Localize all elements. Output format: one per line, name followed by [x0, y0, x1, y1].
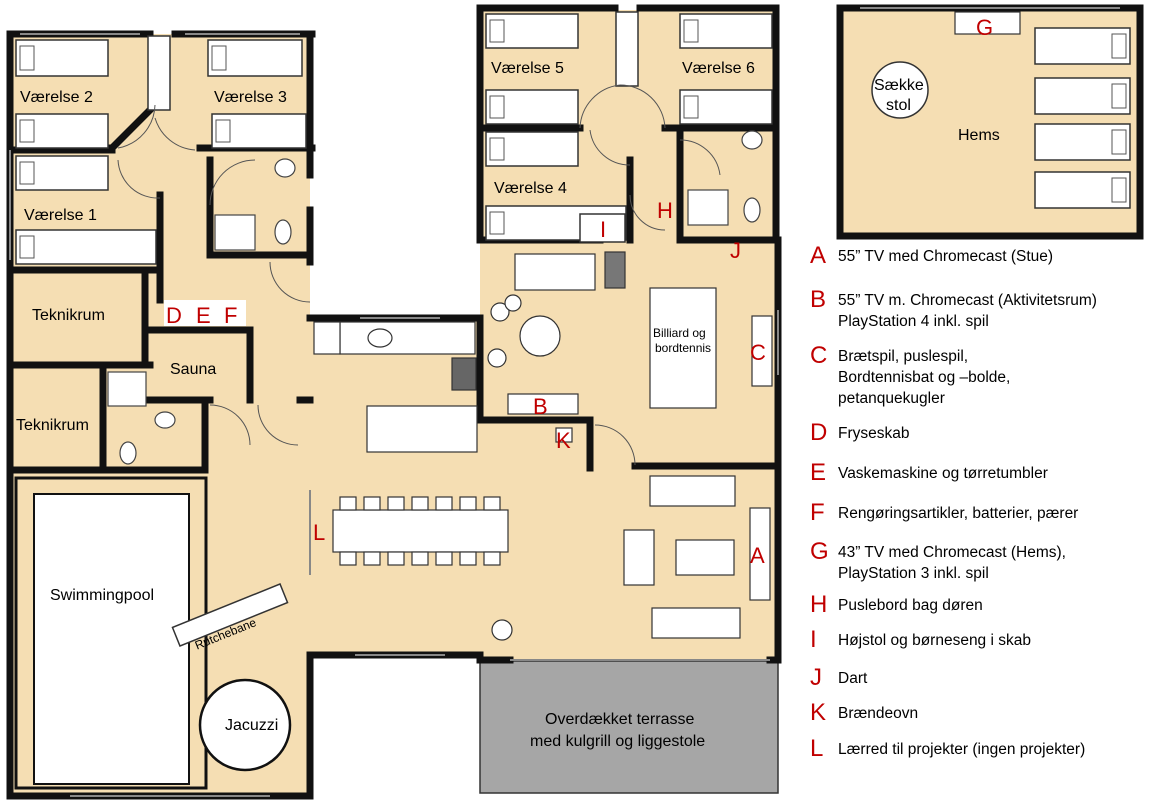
room-label-vaerelse6: Værelse 6: [682, 60, 755, 77]
pool-area: [14, 476, 292, 790]
room-label-terrasse-1: Overdækket terrasse: [545, 711, 694, 728]
marker-g: G: [976, 15, 993, 40]
legend-text: Lærred til projekter (ingen projekter): [838, 741, 1086, 758]
room-label-saekkestol-1: Sække: [874, 77, 924, 94]
room-label-jacuzzi: Jacuzzi: [225, 717, 278, 734]
room-label-vaerelse4: Værelse 4: [494, 180, 567, 197]
room-label-teknikrum-top: Teknikrum: [32, 307, 105, 324]
living-room-furniture: [491, 475, 771, 641]
marker-e: E: [196, 303, 211, 328]
room-label-saekkestol-2: stol: [886, 97, 911, 114]
legend-item-a: A 55” TV med Chromecast (Stue): [810, 243, 1053, 269]
windows: [9, 7, 1120, 797]
terrace: [479, 660, 779, 794]
marker-l: L: [313, 520, 325, 545]
dining-table: [332, 496, 509, 566]
marker-k: K: [556, 428, 571, 453]
legend-text: Brændeovn: [838, 705, 919, 722]
legend-text: Højstol og børneseng i skab: [838, 632, 1031, 649]
legend-text: Vaskemaskine og tørretumbler: [838, 465, 1048, 482]
room-label-hems: Hems: [958, 127, 1000, 144]
legend-letter: L: [810, 735, 824, 762]
bathroom-fixtures: [107, 130, 763, 465]
room-label-vaerelse3: Værelse 3: [214, 89, 287, 106]
legend-text: Rengøringsartikler, batterier, pærer: [838, 505, 1079, 522]
marker-a: A: [750, 543, 765, 568]
legend-letter: D: [810, 419, 828, 446]
legend-letter: G: [810, 538, 829, 565]
legend-text: 43” TV med Chromecast (Hems), PlayStatio…: [838, 544, 1066, 582]
legend-item-i: I Højstol og børneseng i skab: [810, 627, 1031, 653]
legend-letter: K: [810, 699, 827, 726]
hems-furniture: [871, 11, 1021, 119]
legend-text: Brætspil, puslespil, Bordtennisbat og –b…: [838, 348, 1011, 407]
legend-letter: C: [810, 342, 828, 369]
room-label-terrasse-2: med kulgrill og liggestole: [530, 733, 705, 750]
room-labels: Værelse 2 Værelse 3 Værelse 1 Værelse 5 …: [16, 60, 1000, 750]
legend-letter: J: [810, 664, 822, 691]
doors: [117, 84, 721, 466]
room-label-swimmingpool: Swimmingpool: [50, 587, 154, 604]
legend-text: Fryseskab: [838, 425, 910, 442]
marker-f: F: [224, 303, 237, 328]
legend-letter: E: [810, 459, 827, 486]
room-label-billiard-2: bordtennis: [655, 341, 711, 355]
marker-i: I: [600, 217, 606, 242]
legend-letter: A: [810, 242, 827, 269]
marker-d: D: [166, 303, 182, 328]
marker-j: J: [730, 238, 741, 263]
room-label-billiard-1: Billiard og: [653, 326, 706, 340]
legend-letter: F: [810, 499, 825, 526]
room-label-vaerelse2: Værelse 2: [20, 89, 93, 106]
legend-item-f: F Rengøringsartikler, batterier, pærer: [810, 500, 1078, 526]
wardrobes: [147, 11, 639, 243]
activity-room-furniture: [487, 251, 773, 443]
legend-item-d: D Fryseskab: [810, 420, 910, 446]
legend-text: Puslebord bag døren: [838, 597, 983, 614]
legend-item-g: G 43” TV med Chromecast (Hems), PlayStat…: [810, 539, 1066, 584]
marker-b: B: [533, 394, 548, 419]
room-label-vaerelse5: Værelse 5: [491, 60, 564, 77]
legend-text: 55” TV m. Chromecast (Aktivitetsrum) Pla…: [838, 292, 1097, 330]
legend-text: Dart: [838, 670, 868, 687]
room-label-vaerelse1: Værelse 1: [24, 207, 97, 224]
legend-letter: I: [810, 626, 817, 653]
legend-text: 55” TV med Chromecast (Stue): [838, 248, 1054, 265]
legend-item-j: J Dart: [810, 665, 867, 691]
legend-item-l: L Lærred til projekter (ingen projekter): [810, 736, 1085, 762]
legend-item-c: C Brætspil, puslespil, Bordtennisbat og …: [810, 343, 1010, 409]
room-label-sauna: Sauna: [170, 361, 216, 378]
legend-letter: B: [810, 286, 827, 313]
plan-markers: A B C D E F G H I J K L: [164, 15, 993, 568]
marker-c: C: [750, 340, 766, 365]
legend-item-k: K Brændeovn: [810, 700, 918, 726]
legend-item-e: E Vaskemaskine og tørretumbler: [810, 460, 1048, 486]
pillows: [19, 19, 1127, 259]
kitchen: [313, 321, 478, 453]
room-label-teknikrum-bottom: Teknikrum: [16, 417, 89, 434]
marker-h: H: [657, 198, 673, 223]
legend-letter: H: [810, 591, 828, 618]
legend-item-h: H Puslebord bag døren: [810, 592, 983, 618]
legend-item-b: B 55” TV m. Chromecast (Aktivitetsrum) P…: [810, 287, 1097, 332]
